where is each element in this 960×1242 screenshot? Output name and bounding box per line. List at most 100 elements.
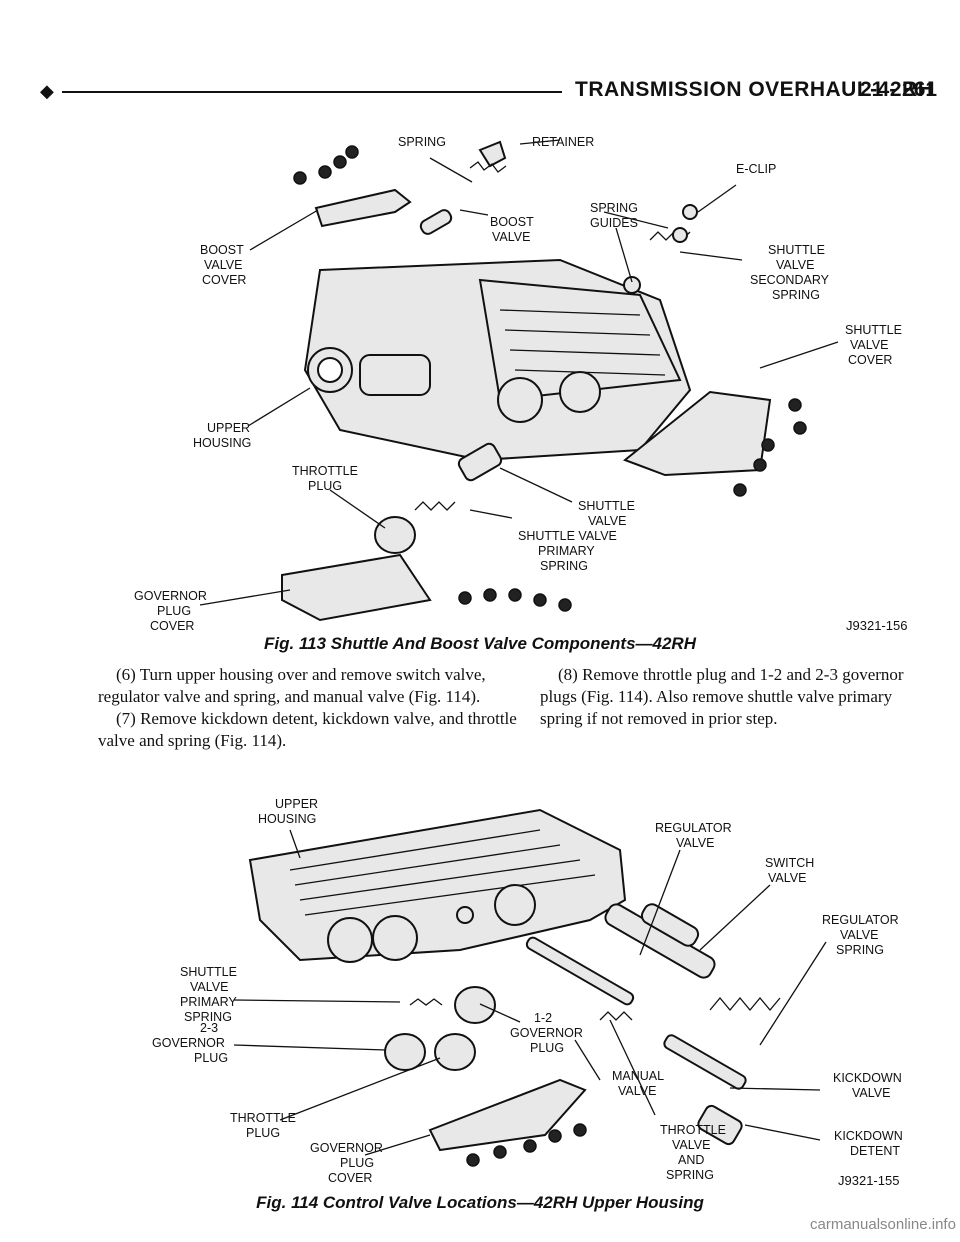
label-manual-valve: MANUAL [612,1069,664,1083]
label-boost-valve-cover-2: VALVE [204,258,242,272]
label-shuttle-valve-cover-3: COVER [848,353,892,367]
label-shuttle-primary-spring-114: SHUTTLE [180,965,237,979]
label-governor-23-plug-3: PLUG [194,1051,228,1065]
fig114-housing-drawing [248,808,627,963]
label-shuttle-valve-2: VALVE [588,514,626,528]
fig114-id: J9321-155 [838,1173,899,1188]
text-right-column: (8) Remove throttle plug and 1-2 and 2-3… [540,664,925,730]
step-7: (7) Remove kickdown detent, kickdown val… [98,709,517,750]
governor-cover-screws [458,588,572,612]
fig113-id: J9321-156 [846,618,907,633]
kickdown-detent-drawing [697,1104,743,1146]
label-shuttle-primary-spring-114-3: PRIMARY [180,995,237,1009]
label-shuttle-valve-cover-2: VALVE [850,338,888,352]
label-governor-plug-cover-2: PLUG [157,604,191,618]
page-header: ◆ TRANSMISSION OVERHAUL-42RH 21 - 261 [0,74,960,114]
label-spring: SPRING [398,135,446,149]
step-6: (6) Turn upper housing over and remove s… [98,665,486,706]
shuttle-valve-cover-drawing [623,390,772,477]
label-shuttle-primary-spring-2: PRIMARY [538,544,595,558]
label-switch-valve-2: VALVE [768,871,806,885]
label-manual-valve-2: VALVE [618,1084,656,1098]
label-regulator-valve-spring-2: VALVE [840,928,878,942]
shuttle-cover-screws [733,398,807,497]
shuttle-primary-spring-114-drawing [409,998,443,1006]
governor-12-plug-drawing [454,986,496,1024]
label-throttle-plug: THROTTLE [292,464,358,478]
label-regulator-valve-spring-3: SPRING [836,943,884,957]
retainer-drawing [478,140,507,168]
upper-housing-drawing [303,258,692,462]
label-upper-housing-2: HOUSING [193,436,251,450]
label-boost-valve-2: VALVE [492,230,530,244]
label-governor-12-plug-3: PLUG [530,1041,564,1055]
label-throttle-plug-114-2: PLUG [246,1126,280,1140]
e-clip-drawing [682,204,698,220]
label-governor-plug-cover-3: COVER [150,619,194,633]
label-shuttle-secondary-spring-4: SPRING [772,288,820,302]
header-rule [62,91,562,93]
label-regulator-valve: REGULATOR [655,821,732,835]
shuttle-primary-spring-drawing [414,501,456,511]
step-8: (8) Remove throttle plug and 1-2 and 2-3… [540,665,904,728]
throttle-spring-drawing [599,1011,633,1021]
label-throttle-valve-and-spring-3: AND [678,1153,704,1167]
fig113-leaders [199,139,839,606]
label-throttle-valve-and-spring: THROTTLE [660,1123,726,1137]
label-throttle-valve-and-spring-2: VALVE [672,1138,710,1152]
label-governor-plug-cover-114: GOVERNOR [310,1141,383,1155]
label-upper-housing-114-2: HOUSING [258,812,316,826]
label-retainer: RETAINER [532,135,594,149]
label-shuttle-secondary-spring-3: SECONDARY [750,273,830,287]
label-kickdown-detent-2: DETENT [850,1144,900,1158]
label-shuttle-primary-spring-3: SPRING [540,559,588,573]
label-shuttle-primary-spring-114-4: SPRING [184,1010,232,1024]
running-title: TRANSMISSION OVERHAUL-42RH [575,78,934,101]
label-boost-valve-cover-3: COVER [202,273,246,287]
label-shuttle-primary-spring-114-2: VALVE [190,980,228,994]
label-shuttle-primary-spring: SHUTTLE VALVE [518,529,617,543]
label-boost-valve: BOOST [490,215,534,229]
fig114-labels: UPPER HOUSING REGULATOR VALVE SWITCH VAL… [152,797,903,1188]
label-shuttle-secondary-spring: SHUTTLE [768,243,825,257]
label-upper-housing: UPPER [207,421,250,435]
label-switch-valve: SWITCH [765,856,814,870]
label-regulator-valve-spring: REGULATOR [822,913,899,927]
fig113-caption: Fig. 113 Shuttle And Boost Valve Compone… [264,634,696,653]
fig114-caption: Fig. 114 Control Valve Locations—42RH Up… [256,1193,704,1212]
label-shuttle-secondary-spring-2: VALVE [776,258,814,272]
manual-valve-drawing [525,936,635,1006]
regulator-spring-drawing [709,996,781,1012]
label-throttle-valve-and-spring-4: SPRING [666,1168,714,1182]
label-governor-23-plug: 2-3 [200,1021,218,1035]
label-throttle-plug-2: PLUG [308,479,342,493]
fig114-leaders [233,829,827,1156]
label-boost-valve-cover: BOOST [200,243,244,257]
label-kickdown-detent: KICKDOWN [834,1129,903,1143]
label-governor-plug-cover: GOVERNOR [134,589,207,603]
boost-cover-screws [293,145,359,185]
watermark: carmanualsonline.info [810,1216,956,1233]
label-throttle-plug-114: THROTTLE [230,1111,296,1125]
label-governor-12-plug-2: GOVERNOR [510,1026,583,1040]
label-governor-plug-cover-114-2: PLUG [340,1156,374,1170]
boost-valve-cover-drawing [314,188,412,228]
label-governor-plug-cover-114-3: COVER [328,1171,372,1185]
fig113-labels: SPRING RETAINER E-CLIP BOOST VALVE COVER… [134,135,907,633]
label-e-clip: E-CLIP [736,162,776,176]
label-spring-guides: SPRING [590,201,638,215]
label-shuttle-valve: SHUTTLE [578,499,635,513]
governor-plug-cover-114-drawing [428,1078,587,1152]
boost-valve-drawing [419,209,453,235]
label-regulator-valve-2: VALVE [676,836,714,850]
diamond-bullet-icon: ◆ [40,81,54,101]
governor-cover-114-screws [466,1123,587,1167]
label-upper-housing-114: UPPER [275,797,318,811]
page-number: 21 - 261 [860,78,938,101]
shuttle-valve-drawing [457,442,503,482]
kickdown-valve-drawing [663,1034,747,1090]
label-spring-guides-2: GUIDES [590,216,638,230]
throttle-plug-114-drawing [434,1033,476,1071]
fig113-illustration: SPRING RETAINER E-CLIP BOOST VALVE COVER… [134,135,907,633]
label-kickdown-valve-2: VALVE [852,1086,890,1100]
